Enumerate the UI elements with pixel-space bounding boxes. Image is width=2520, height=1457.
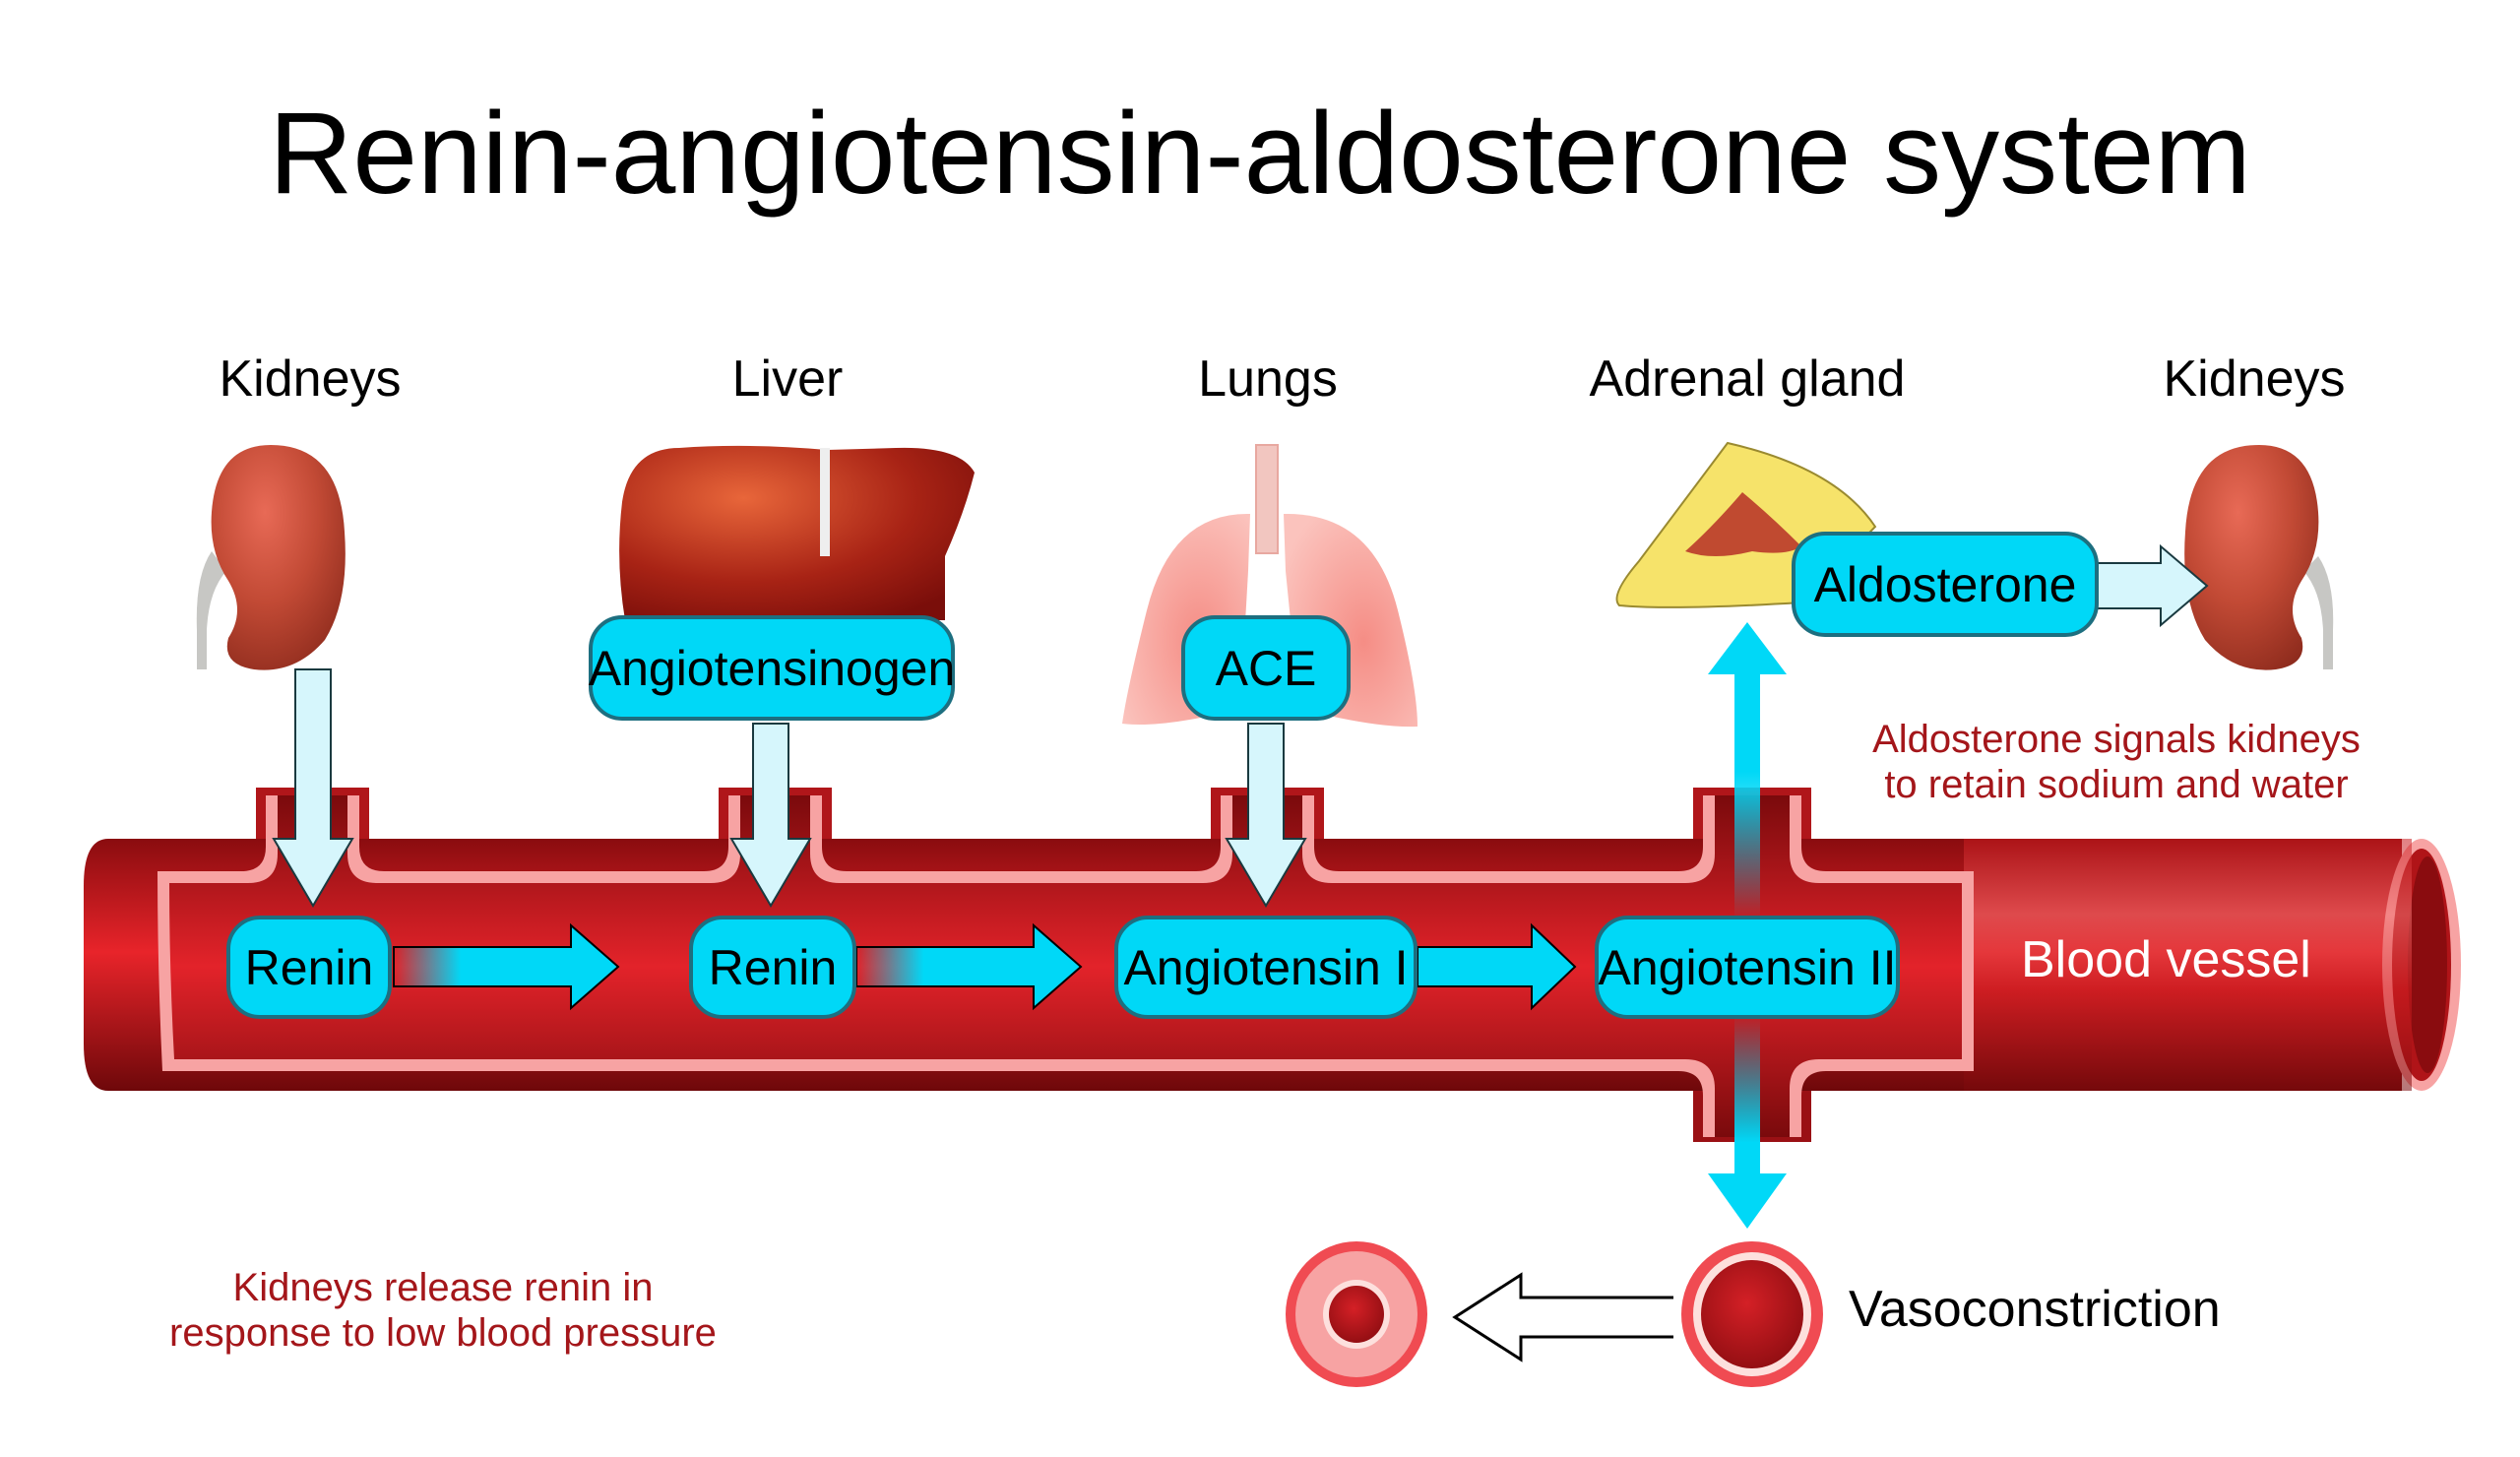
organ-label-adrenal-gland: Adrenal gland <box>1589 350 1906 408</box>
kidney-icon <box>196 445 346 670</box>
renin-box-2: Renin <box>689 916 856 1019</box>
arrow-angiotensin-ii-to-vasoconstriction <box>1708 1014 1787 1229</box>
angiotensin-ii-box: Angiotensin II <box>1595 916 1900 1019</box>
organ-label-lungs: Lungs <box>1198 350 1338 408</box>
constricted-vessel-icon <box>1286 1241 1427 1387</box>
angiotensin-i-box: Angiotensin I <box>1114 916 1418 1019</box>
note-line: to retain sodium and water <box>1884 763 2349 806</box>
kidney-icon <box>2184 445 2334 670</box>
arrow-kidney-to-renin <box>272 668 354 908</box>
angiotensinogen-box: Angiotensinogen <box>589 615 955 721</box>
note-aldosterone-signals: Aldosterone signals kidneys to retain so… <box>1851 717 2382 807</box>
note-line: response to low blood pressure <box>169 1311 717 1355</box>
arrow-renin-to-renin <box>393 922 620 1011</box>
ace-box: ACE <box>1181 615 1351 721</box>
arrow-ace-to-angiotensin-i <box>1225 723 1307 908</box>
vasoconstriction-label: Vasoconstriction <box>1849 1281 2221 1338</box>
arrow-renin-to-angiotensin-i <box>855 922 1083 1011</box>
blood-vessel-label: Blood vessel <box>2021 931 2311 988</box>
organ-label-liver: Liver <box>731 350 844 408</box>
liver-icon <box>619 445 975 620</box>
aldosterone-box: Aldosterone <box>1792 532 2099 637</box>
arrow-angiotensinogen-to-renin <box>729 723 812 908</box>
note-line: Kidneys release renin in <box>232 1266 654 1309</box>
arrow-vasoconstriction <box>1452 1272 1673 1362</box>
note-kidneys-release: Kidneys release renin in response to low… <box>148 1265 738 1356</box>
note-line: Aldosterone signals kidneys <box>1872 718 2361 761</box>
page-title: Renin-angiotensin-aldosterone system <box>269 89 2251 219</box>
normal-vessel-icon <box>1681 1241 1823 1387</box>
vessel-branch-top <box>256 788 1811 839</box>
renin-box-1: Renin <box>226 916 392 1019</box>
organ-label-kidneys-right: Kidneys <box>2163 350 2346 408</box>
arrow-angiotensin-i-to-ii <box>1417 922 1577 1011</box>
organ-label-kidneys: Kidneys <box>219 350 402 408</box>
arrow-angiotensin-ii-to-adrenal <box>1708 622 1787 920</box>
arrow-aldosterone-to-kidney <box>2096 543 2209 628</box>
